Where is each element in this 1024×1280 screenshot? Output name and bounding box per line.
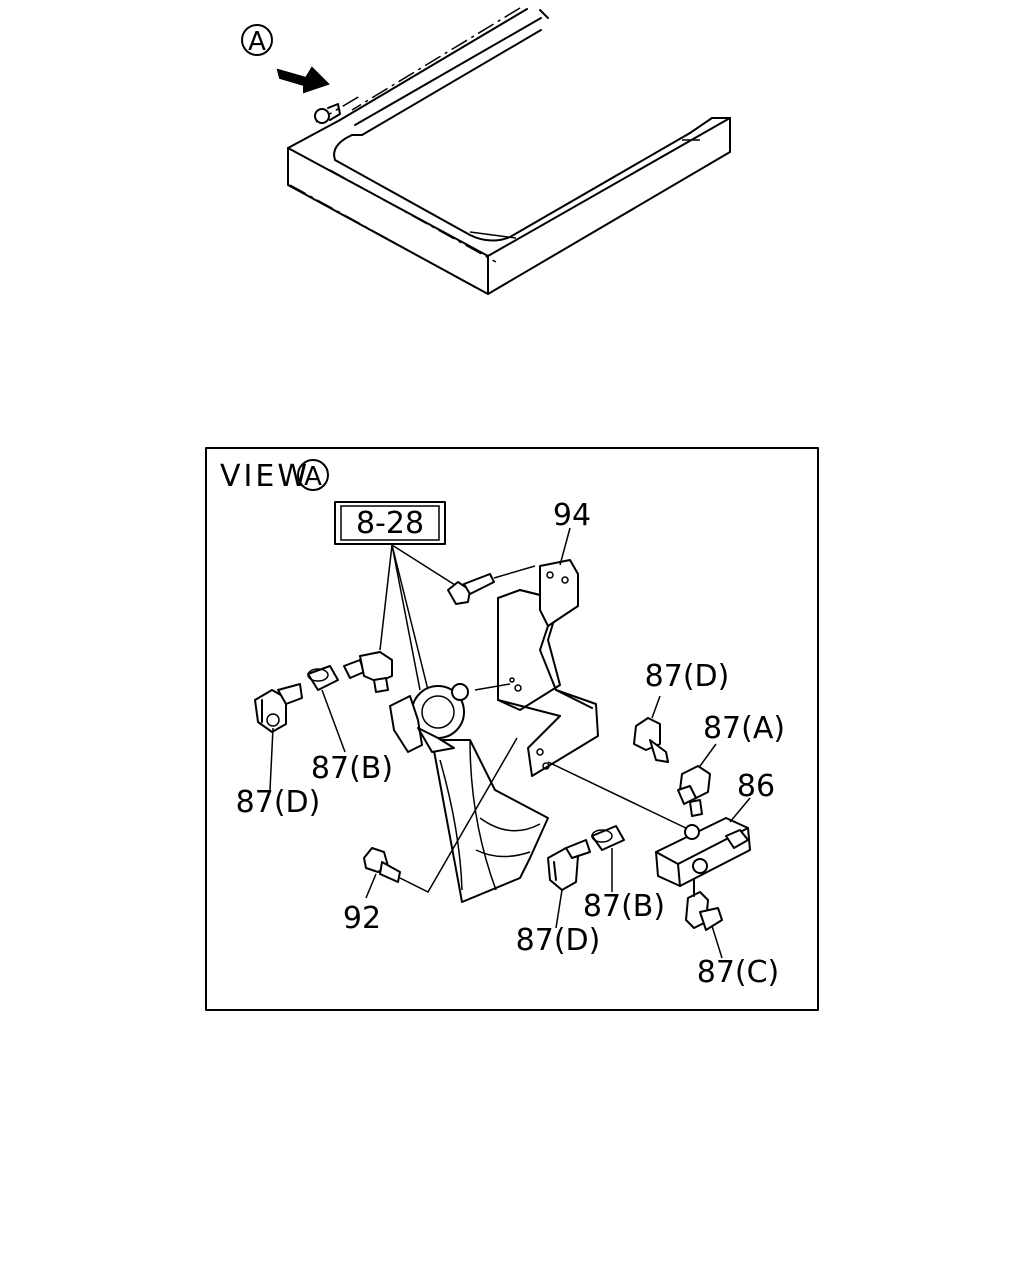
callout-87c: 87(C) — [697, 955, 780, 990]
manifold-block-86 — [655, 817, 751, 887]
callout-87d-upper-right: 87(D) — [645, 659, 730, 694]
view-title-marker-label: A — [304, 462, 322, 492]
callout-87d-left: 87(D) — [236, 785, 321, 820]
hose-nut-87b-left — [307, 665, 339, 691]
elbow-fitting-87c — [685, 879, 723, 931]
reference-box-label: 8-28 — [356, 506, 424, 541]
air-horn — [389, 683, 549, 903]
view-a-marker: A — [241, 24, 273, 57]
view-title-marker: A — [297, 459, 329, 492]
view-title-prefix: VIEW — [220, 459, 310, 494]
view-a-panel: VIEW A 8-28 — [205, 447, 819, 1011]
reference-box-8-28: 8-28 — [334, 501, 446, 545]
elbow-fitting-upper — [343, 651, 393, 693]
elbow-fitting-87d-bottom — [547, 839, 591, 891]
bolt-top — [447, 573, 495, 605]
callout-86: 86 — [737, 769, 775, 804]
frame-overview: A — [241, 7, 731, 295]
tee-fitting-87a — [677, 765, 711, 817]
callout-87b-left: 87(B) — [311, 751, 393, 786]
view-a-marker-label: A — [248, 27, 266, 57]
callout-87b-right: 87(B) — [583, 889, 665, 924]
leader-94 — [559, 527, 571, 566]
elbow-fitting-87d-upper-right — [633, 717, 669, 763]
callout-87d-bottom: 87(D) — [516, 923, 601, 958]
elbow-fitting-87d-left — [254, 683, 303, 733]
view-direction-arrow — [276, 66, 330, 94]
bracket-94 — [474, 559, 599, 777]
hose-nut-87b-right — [591, 825, 625, 851]
frame-rail — [287, 7, 731, 295]
callout-94: 94 — [553, 498, 591, 533]
callout-92: 92 — [343, 901, 381, 936]
horn-location-icon — [314, 103, 341, 124]
callout-87a: 87(A) — [703, 711, 785, 746]
bolt-92 — [363, 847, 401, 883]
